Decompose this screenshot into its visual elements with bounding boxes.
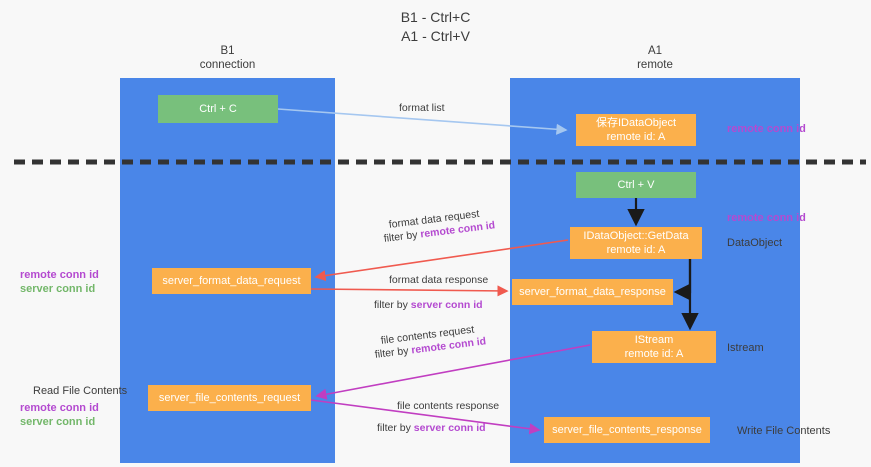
title-line-1: B1 - Ctrl+C	[400, 9, 471, 25]
filter-by-prefix: filter by	[383, 228, 422, 245]
box-ctrl-c[interactable]: Ctrl + C	[158, 95, 278, 123]
annotation-read-file-contents-text: Read File Contents	[33, 385, 128, 397]
filter-key-server-conn-id: server conn id	[413, 422, 486, 434]
annotation-server-conn-id-left-bottom: server conn id	[20, 416, 96, 428]
filter-by-prefix: filter by	[377, 422, 414, 434]
edge-label-format-data-response-line2: filter by server conn id	[374, 298, 483, 312]
arrow-format-data-response	[310, 285, 509, 297]
annotation-remote-conn-id-left-bottom: remote conn id	[20, 402, 99, 414]
edge-label-format-data-response-text: format data response	[389, 274, 489, 286]
diagram-title: B1 - Ctrl+C A1 - Ctrl+V	[0, 8, 871, 46]
box-istream[interactable]: IStream remote id: A	[592, 331, 716, 363]
annotation-dataobject-text: DataObject	[727, 237, 783, 249]
box-idataobject-getdata-sub: remote id: A	[606, 244, 666, 256]
annotation-remote-conn-id-left-mid: remote conn id	[20, 269, 99, 281]
edge-label-format-list-text: format list	[399, 102, 445, 114]
box-server-file-contents-request-label: server_file_contents_request	[158, 392, 301, 404]
annotation-write-file-contents-text: Write File Contents	[737, 425, 831, 437]
annotation-remote-conn-id-mid-text: remote conn id	[727, 212, 806, 224]
box-server-file-contents-request[interactable]: server_file_contents_request	[148, 385, 311, 411]
box-idataobject-getdata-label: IDataObject::GetData	[583, 230, 689, 242]
box-server-format-data-response-label: server_format_data_response	[519, 286, 666, 298]
edge-label-file-contents-response-text: file contents response	[397, 400, 500, 412]
box-ctrl-v[interactable]: Ctrl + V	[576, 172, 696, 198]
annotation-server-conn-id-left-mid: server conn id	[20, 283, 96, 295]
annotation-read-file-contents: Read File Contents	[33, 384, 127, 398]
annotation-remote-conn-id-top-text: remote conn id	[727, 123, 806, 135]
annotation-istream-text: Istream	[727, 342, 764, 354]
lane-header-b1-role: connection	[199, 59, 256, 71]
annotation-dataobject: DataObject	[727, 236, 782, 250]
box-ctrl-v-label: Ctrl + V	[617, 179, 655, 191]
box-idataobject-getdata[interactable]: IDataObject::GetData remote id: A	[570, 227, 702, 259]
box-server-format-data-request-label: server_format_data_request	[162, 275, 301, 287]
box-istream-label: IStream	[634, 334, 674, 346]
lane-header-b1-name: B1	[220, 45, 235, 57]
filter-by-prefix: filter by	[374, 299, 411, 311]
annotation-conn-ids-bottom: remote conn id server conn id	[20, 401, 99, 429]
filter-by-prefix: filter by	[374, 344, 413, 361]
annotation-write-file-contents: Write File Contents	[737, 424, 830, 438]
edge-label-file-contents-response-line2: filter by server conn id	[377, 421, 486, 435]
annotation-remote-conn-id-mid: remote conn id	[727, 211, 806, 225]
edge-label-format-list: format list	[399, 101, 445, 115]
lane-header-a1-role: remote	[637, 59, 673, 71]
filter-key-server-conn-id: server conn id	[410, 299, 483, 311]
box-server-format-data-response[interactable]: server_format_data_response	[512, 279, 673, 305]
lane-header-a1: A1 remote	[510, 44, 800, 72]
box-save-idataobject[interactable]: 保存IDataObject remote id: A	[576, 114, 696, 146]
annotation-remote-conn-id-top: remote conn id	[727, 122, 806, 136]
lane-header-a1-name: A1	[647, 45, 663, 57]
box-server-format-data-request[interactable]: server_format_data_request	[152, 268, 311, 294]
box-save-idataobject-label: 保存IDataObject	[595, 117, 677, 129]
box-istream-sub: remote id: A	[624, 348, 684, 360]
annotation-conn-ids-mid: remote conn id server conn id	[20, 268, 99, 296]
edge-label-file-contents-response-line1: file contents response	[397, 399, 499, 413]
edge-label-format-data-response-line1: format data response	[389, 273, 488, 287]
annotation-istream: Istream	[727, 341, 764, 355]
box-server-file-contents-response[interactable]: server_file_contents_response	[544, 417, 710, 443]
lane-header-b1: B1 connection	[120, 44, 335, 72]
box-server-file-contents-response-label: server_file_contents_response	[552, 424, 702, 436]
box-save-idataobject-sub: remote id: A	[606, 131, 666, 143]
box-ctrl-c-label: Ctrl + C	[199, 103, 237, 115]
title-line-2: A1 - Ctrl+V	[401, 28, 470, 44]
